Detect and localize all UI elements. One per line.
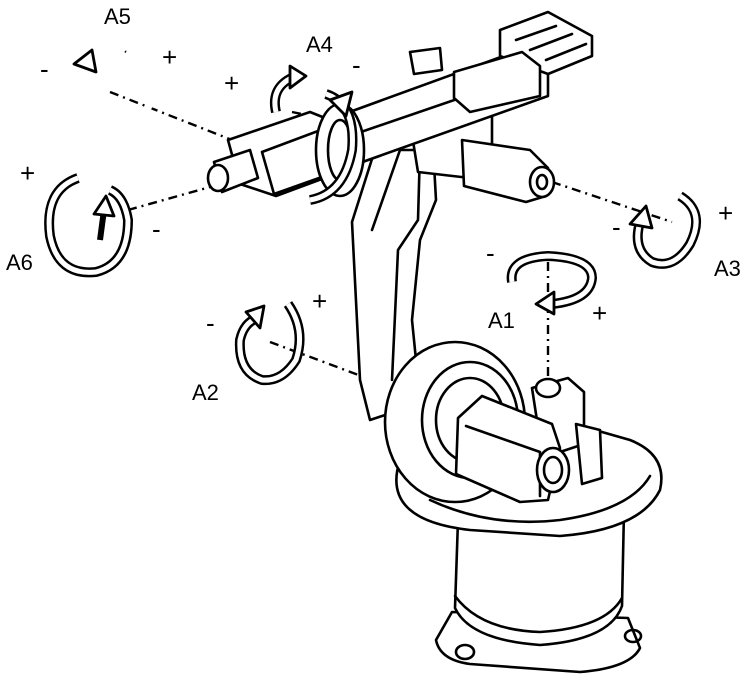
a3-minus-sign: - [612,212,621,242]
a1-motor-side [574,422,604,486]
a1-minus-sign: - [486,238,495,268]
a2-minus-sign: - [206,308,215,338]
a5-plus-sign: + [162,42,177,72]
axis-line-a5 [109,90,233,142]
a3-motor-end [528,165,556,199]
axis-label-a4: A4 [306,32,333,57]
a6-rotation-arrow-icon [44,173,134,278]
upper-arm-back-ribs [514,24,588,62]
axis-line-a3 [551,180,673,224]
turntable-edge [428,474,652,524]
base-cylinder [453,508,626,647]
axis-label-a6: A6 [6,250,33,275]
tool-flange [206,163,230,193]
a2-motor-end-ring [542,455,564,485]
a5-rotation-arrow-icon [65,48,155,133]
axis-label-a5: A5 [104,4,131,29]
axis-label-a2: A2 [192,380,219,405]
lower-arm-contour [370,148,422,382]
base-bolt-right [623,628,643,644]
a6-minus-sign: - [152,214,161,244]
axis-label-a3: A3 [714,256,741,281]
a3-motor [460,138,556,204]
wrist [206,102,366,198]
a2-motor [454,394,571,504]
a1-rotation-arrow-icon [506,250,598,316]
a4-motor [452,50,542,114]
axis-label-a1: A1 [488,308,515,333]
a4-rotation-arrow-icon [270,64,358,205]
elbow-top-tab [408,46,444,76]
a2-plus-sign: + [312,286,327,316]
a1-motor-cap [534,377,562,399]
a1-plus-sign: + [592,298,607,328]
a2-motor-end [535,446,571,494]
a6-plus-sign: + [20,158,35,188]
a3-motor-end-ring [535,173,549,191]
axis-line-a2 [269,340,373,382]
a3-rotation-arrow-icon [628,191,702,269]
base-bolt-left [454,643,476,661]
base-cylinder-band [453,594,624,634]
a5-minus-sign: - [40,54,49,84]
a2-rotation-arrow-icon [234,301,305,386]
robot-base [434,508,643,674]
a4-plus-sign: + [224,68,239,98]
a3-plus-sign: + [718,198,733,228]
a4-minus-sign: - [352,50,361,80]
